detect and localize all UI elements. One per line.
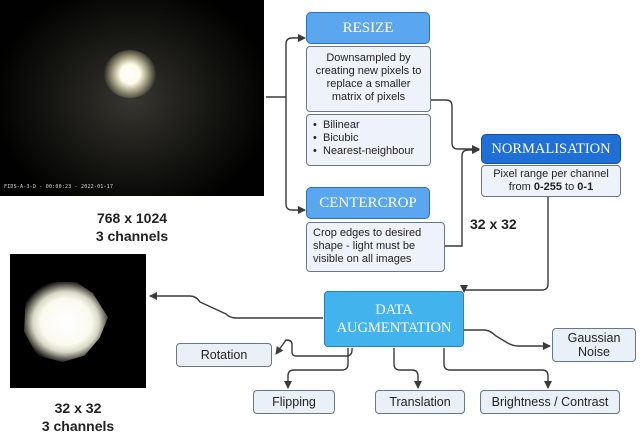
lens-vignette [0, 0, 264, 196]
centercrop-to-normalisation-arrow [445, 146, 480, 247]
centercrop-header: CENTERCROP [306, 187, 430, 219]
method-bilinear: Bilinear [313, 119, 430, 132]
augmentation-to-output-arrow [149, 292, 323, 319]
branch-to-resize-arrow [285, 34, 306, 97]
method-bicubic: Bicubic [313, 132, 430, 145]
from-value: 0-255 [533, 181, 562, 193]
op-gaussian-noise: Gaussian Noise [552, 328, 636, 362]
aug-to-brightness-arrow [443, 348, 552, 389]
source-dimensions: 768 x 1024 [96, 210, 168, 226]
output-dimensions: 32 x 32 [54, 400, 102, 416]
resize-methods-list: Bilinear Bicubic Nearest-neighbour [307, 115, 430, 158]
output-pixelated-image [10, 254, 146, 388]
aug-to-flipping-arrow [284, 348, 349, 389]
branch-to-centercrop-arrow [285, 97, 306, 214]
method-nearest-neighbour: Nearest-neighbour [313, 145, 430, 158]
aug-to-rotation-arrow [275, 339, 353, 357]
normalisation-description: Pixel range per channel from 0-255 to 0-… [481, 165, 621, 197]
from-text: from [508, 181, 531, 193]
to-text: to [565, 181, 575, 193]
aug-to-gaussian-arrow [464, 329, 551, 350]
output-channels: 3 channels [41, 418, 115, 434]
normalisation-header: NORMALISATION [481, 134, 621, 164]
augmentation-title-line1: DATA [375, 302, 413, 318]
pixelated-light-blob [24, 282, 108, 362]
image-overlay-stamp: FIDS-A-3-D - 00:00:23 - 2022-01-17 [4, 184, 114, 190]
normalisation-line1: Pixel range per channel [493, 168, 609, 180]
light-source-glow [104, 50, 156, 98]
resize-description: Downsampled by creating new pixels to re… [306, 46, 431, 112]
resize-to-normalisation-arrow [431, 99, 480, 153]
resize-header: RESIZE [306, 12, 430, 44]
source-image-caption: 768 x 1024 3 channels [60, 209, 204, 245]
op-brightness-contrast: Brightness / Contrast [480, 390, 620, 414]
output-image-caption: 32 x 32 3 channels [10, 399, 146, 435]
source-channels: 3 channels [95, 228, 169, 244]
augmentation-title-line2: AUGMENTATION [336, 320, 452, 336]
to-value: 0-1 [577, 181, 594, 193]
data-augmentation-box: DATA AUGMENTATION [324, 291, 464, 347]
op-rotation: Rotation [176, 343, 272, 367]
centercrop-description: Crop edges to desired shape - light must… [306, 222, 445, 272]
source-camera-image: FIDS-A-3-D - 00:00:23 - 2022-01-17 [0, 0, 264, 196]
op-translation: Translation [375, 390, 465, 414]
resize-methods-box: Bilinear Bicubic Nearest-neighbour [306, 114, 431, 166]
crop-size-label: 32 x 32 [470, 216, 517, 232]
normalisation-to-augmentation-arrow [460, 197, 549, 293]
op-flipping: Flipping [253, 390, 335, 414]
normalisation-line2: from 0-255 to 0-1 [486, 181, 616, 194]
aug-to-translation-arrow [393, 348, 422, 389]
